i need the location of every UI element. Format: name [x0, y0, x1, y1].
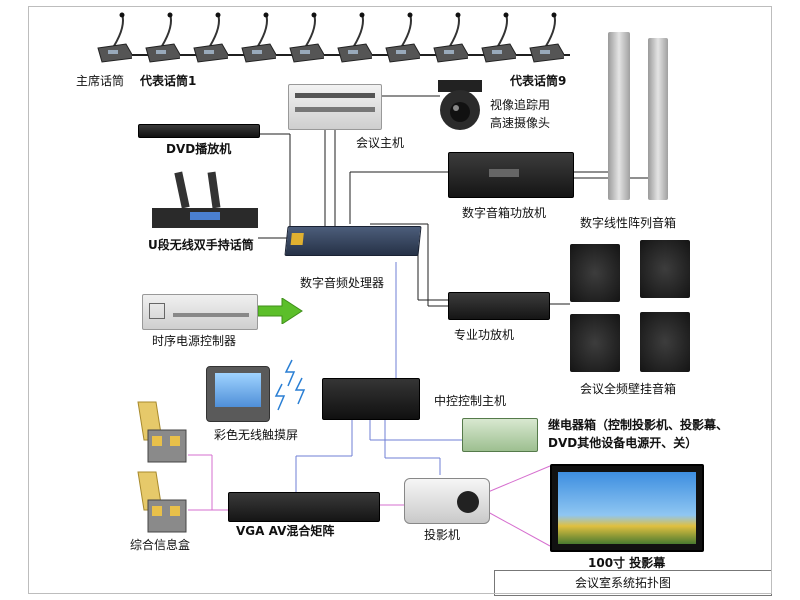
delegate-mic-icon [145, 12, 180, 63]
pro-amp-label: 专业功放机 [454, 328, 515, 342]
tracking-camera-icon [438, 80, 482, 130]
delegate-mic-9-label: 代表话筒9 [510, 74, 567, 88]
chair-mic-icon [97, 12, 132, 63]
projection-screen [550, 464, 704, 552]
sequencer-device [142, 294, 258, 330]
line-array-speaker-label: 数字线性阵列音箱 [580, 216, 677, 230]
pro-amp-device [448, 292, 550, 320]
digital-speaker-amp-device [448, 152, 574, 198]
delegate-mic-icon [193, 12, 228, 63]
delegate-mic-icon [385, 12, 420, 63]
delegate-mic-icon [481, 12, 516, 63]
relay-box-device [462, 418, 538, 452]
delegate-mic-icon [337, 12, 372, 63]
conference-host-device [288, 84, 382, 130]
chair-mic-label: 主席话筒 [76, 74, 125, 88]
central-control-label: 中控控制主机 [434, 394, 507, 408]
wall-speaker-3 [570, 314, 620, 372]
wall-speaker-2 [640, 240, 690, 298]
uhf-wireless-mic-label: U段无线双手持话筒 [148, 238, 254, 252]
wireless-signal-icon [284, 359, 296, 387]
info-box-icon-2 [137, 471, 187, 533]
projector-beam-top [487, 465, 551, 493]
central-control-device [322, 378, 420, 420]
uhf-wireless-mic-icon [152, 171, 258, 228]
screen-label: 100寸 投影幕 [588, 556, 666, 570]
sequencer-label: 时序电源控制器 [152, 334, 237, 348]
matrix-device [228, 492, 380, 522]
matrix-label: VGA AV混合矩阵 [236, 524, 335, 538]
tracking-camera-label-1: 视像追踪用 [490, 98, 551, 112]
relay-label-2: DVD其他设备电源开、关） [548, 436, 698, 450]
touch-screen-label: 彩色无线触摸屏 [214, 428, 299, 442]
projector-label: 投影机 [424, 528, 461, 542]
outer-frame [28, 6, 772, 594]
dvd-player-device [138, 124, 260, 138]
conference-host-label: 会议主机 [356, 136, 405, 150]
digital-speaker-amp-label: 数字音箱功放机 [462, 206, 547, 220]
diagram-title: 会议室系统拓扑图 [575, 576, 672, 590]
info-box-label: 综合信息盒 [130, 538, 191, 552]
projector-beam-bottom [487, 511, 551, 547]
dsp-label: 数字音频处理器 [300, 276, 385, 290]
wall-speaker-4 [640, 312, 690, 372]
projector-device [404, 478, 490, 524]
wall-speaker-1 [570, 244, 620, 302]
touch-screen-device [206, 366, 270, 422]
line-array-speaker-left [608, 32, 630, 200]
delegate-mic-icon [433, 12, 468, 63]
line-array-speaker-right [648, 38, 668, 200]
power-arrow-icon [258, 298, 303, 324]
delegate-mic-1-label: 代表话筒1 [140, 74, 197, 88]
delegate-mic-icon [241, 12, 276, 63]
dvd-player-label: DVD播放机 [166, 142, 232, 156]
tracking-camera-label-2: 高速摄像头 [490, 116, 551, 130]
info-box-icon-1 [137, 401, 187, 463]
relay-label-1: 继电器箱（控制投影机、投影幕、 [548, 418, 729, 432]
wall-speakers-label: 会议全频壁挂音箱 [580, 382, 677, 396]
title-box: 会议室系统拓扑图 [494, 570, 772, 596]
delegate-mic-icon [529, 12, 564, 63]
delegate-mic-icon [289, 12, 324, 63]
